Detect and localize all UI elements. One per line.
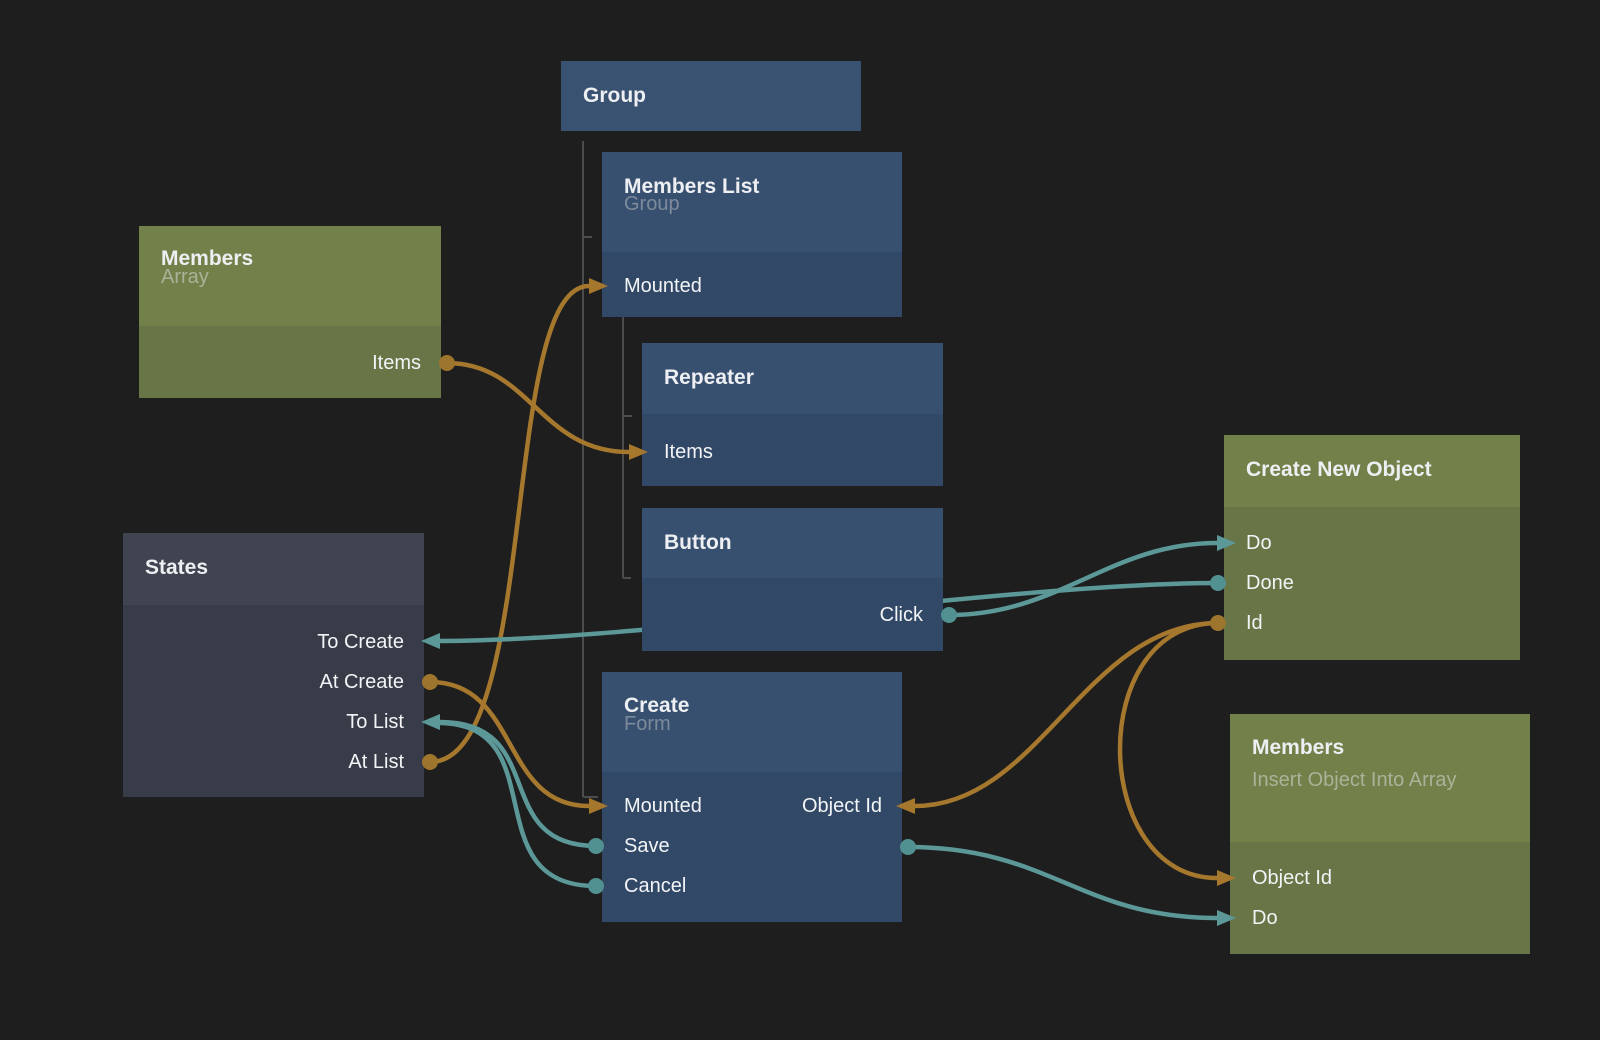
- node-subtitle: Insert Object Into Array: [1252, 769, 1457, 791]
- node-header: [123, 533, 424, 605]
- wire-save-to-membersinsert-do[interactable]: [905, 844, 1220, 921]
- port-items[interactable]: Items: [372, 352, 421, 374]
- node-header: [602, 672, 902, 772]
- port-to-list[interactable]: To List: [346, 711, 404, 733]
- port-save[interactable]: Save: [624, 835, 670, 857]
- wire-cancel-to-states-tolist[interactable]: [437, 720, 599, 889]
- node-title: Create New Object: [1246, 458, 1432, 481]
- node-header: [642, 508, 943, 578]
- port-done[interactable]: Done: [1246, 572, 1294, 594]
- wire-click-to-cno-do[interactable]: [946, 540, 1220, 618]
- node-members-array[interactable]: Members Array Items: [139, 226, 441, 398]
- node-header: [602, 152, 902, 252]
- node-title: Members: [1252, 736, 1345, 759]
- node-subtitle: Array: [161, 266, 209, 288]
- wire-id-to-membersinsert-objectid[interactable]: [1117, 620, 1221, 881]
- port-mounted[interactable]: Mounted: [624, 795, 702, 817]
- node-group[interactable]: Group: [561, 61, 861, 131]
- wire-save-to-states-tolist[interactable]: [437, 719, 599, 849]
- port-do[interactable]: Do: [1246, 532, 1272, 554]
- node-repeater[interactable]: Repeater Items: [642, 343, 943, 486]
- node-members-insert[interactable]: Members Insert Object Into Array Object …: [1230, 714, 1530, 954]
- wire-atcreate-to-create-mounted[interactable]: [427, 679, 592, 809]
- node-subtitle: Group: [624, 193, 680, 215]
- node-title: States: [145, 556, 209, 579]
- node-header: [1224, 435, 1520, 507]
- node-header: [642, 343, 943, 414]
- port-at-create[interactable]: At Create: [319, 671, 404, 693]
- port-cancel[interactable]: Cancel: [624, 875, 687, 897]
- node-title: Create: [624, 694, 690, 717]
- node-button[interactable]: Button Click: [642, 508, 943, 651]
- node-members-list[interactable]: Members List Group Mounted: [602, 152, 902, 317]
- node-create-new-object[interactable]: Create New Object Do Done Id: [1224, 435, 1520, 660]
- node-title: Button: [664, 531, 732, 554]
- node-subtitle: Form: [624, 713, 671, 735]
- node-title: Repeater: [664, 366, 754, 389]
- port-to-create[interactable]: To Create: [317, 631, 404, 653]
- node-title: Members List: [624, 175, 760, 198]
- node-header: [1230, 714, 1530, 842]
- port-click[interactable]: Click: [879, 604, 923, 626]
- node-title: Group: [583, 84, 646, 107]
- port-object-id[interactable]: Object Id: [1252, 867, 1333, 889]
- wire-members-items-to-repeater-items[interactable]: [444, 360, 632, 455]
- node-create[interactable]: Create Form Mounted Save Cancel Object I…: [602, 672, 902, 922]
- wire-atlist-to-memberslist-mounted[interactable]: [427, 283, 592, 765]
- port-at-list[interactable]: At List: [348, 751, 404, 773]
- node-title: Members: [161, 247, 254, 270]
- wire-id-to-create-objectid[interactable]: [912, 620, 1221, 809]
- port-object-id[interactable]: Object Id: [801, 795, 882, 817]
- node-states[interactable]: States To Create At Create To List At Li…: [123, 533, 424, 797]
- port-mounted[interactable]: Mounted: [624, 275, 702, 297]
- port-items[interactable]: Items: [664, 441, 713, 463]
- port-id[interactable]: Id: [1246, 612, 1263, 634]
- node-header: [139, 226, 441, 326]
- port-do[interactable]: Do: [1252, 907, 1278, 929]
